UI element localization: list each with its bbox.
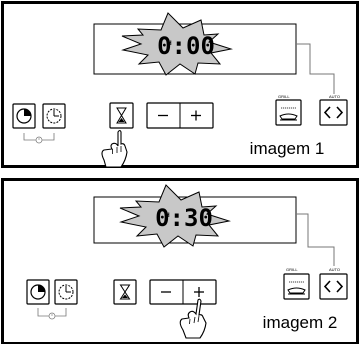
nav-button[interactable]	[319, 99, 348, 126]
hour-marker: H	[168, 40, 172, 47]
hour-marker: H	[166, 212, 170, 219]
display-time: 0:00	[157, 32, 215, 60]
clock-group-bracket	[37, 308, 67, 320]
pointing-hand-icon	[101, 129, 128, 168]
auto-label: AUTO	[329, 94, 340, 99]
blink-starburst	[121, 12, 233, 76]
clock-pie-icon	[30, 284, 46, 300]
mode-button[interactable]	[283, 273, 310, 300]
pointing-hand-icon	[179, 298, 207, 339]
plus-icon	[194, 287, 204, 297]
left-right-arrows-icon	[323, 280, 344, 293]
plus-icon	[191, 110, 201, 121]
grill-mode-icon	[279, 107, 298, 121]
panel-2: 0:30 H	[1, 178, 359, 344]
cook-time-button[interactable]	[12, 103, 36, 129]
clock-group-bracket	[23, 133, 55, 144]
grill-label: GRILL	[286, 267, 298, 272]
clock-dashed-icon	[46, 108, 62, 124]
minus-button[interactable]	[151, 281, 182, 303]
plus-button[interactable]	[184, 281, 215, 303]
left-right-arrows-icon	[323, 106, 344, 119]
auto-label: AUTO	[329, 267, 340, 272]
end-time-button[interactable]	[54, 279, 78, 305]
minus-button[interactable]	[148, 104, 179, 127]
grill-label: GRILL	[278, 94, 290, 99]
clock-dashed-icon	[58, 284, 74, 300]
hourglass-icon	[116, 107, 127, 124]
cook-time-button[interactable]	[26, 279, 50, 305]
blink-starburst	[119, 184, 231, 248]
minus-plus-rocker	[149, 279, 217, 305]
end-time-button[interactable]	[42, 103, 66, 129]
minus-plus-rocker	[146, 102, 214, 129]
panel-caption: imagem 2	[263, 313, 338, 332]
grill-mode-icon	[287, 281, 306, 295]
plus-button[interactable]	[181, 104, 212, 127]
nav-button[interactable]	[319, 273, 348, 300]
hourglass-icon	[119, 284, 131, 300]
timer-button[interactable]	[113, 279, 137, 305]
timer-button[interactable]	[109, 102, 134, 129]
mode-button[interactable]	[275, 99, 302, 126]
clock-pie-icon	[16, 108, 32, 124]
connector-line	[296, 43, 335, 94]
display-time: 0:30	[155, 204, 213, 232]
panel-1: 0:00 H	[1, 1, 359, 168]
panel-caption: imagem 1	[250, 139, 325, 158]
connector-line	[296, 213, 335, 266]
